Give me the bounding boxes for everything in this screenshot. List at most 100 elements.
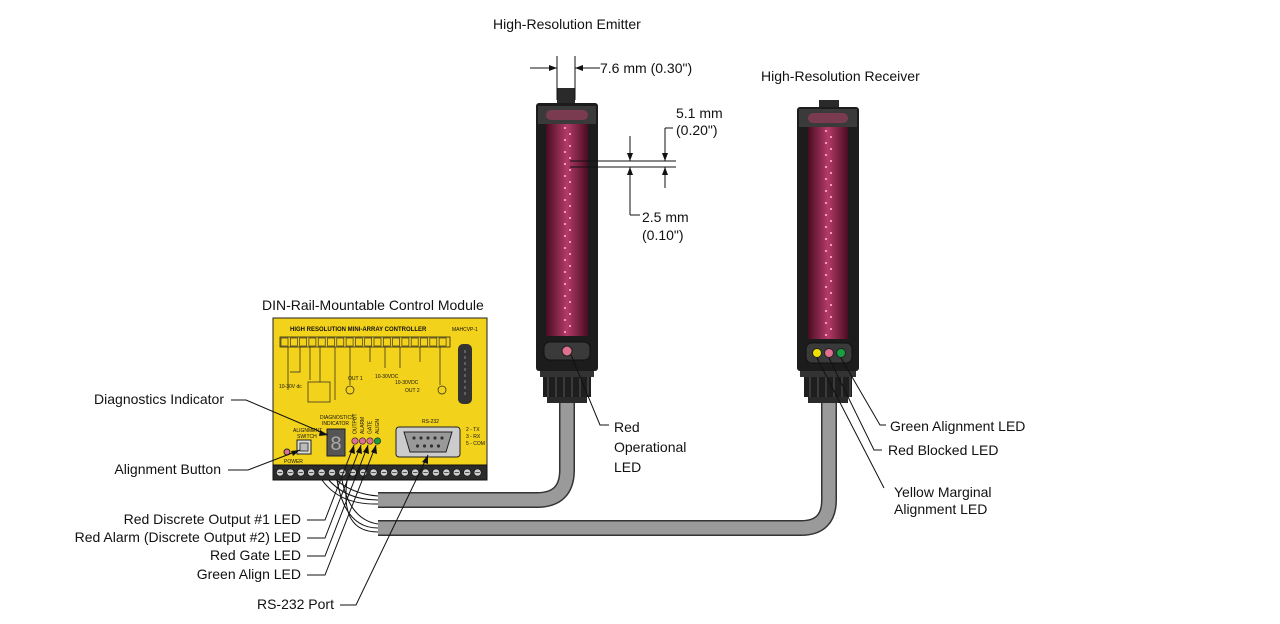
schematic-terminal xyxy=(382,337,391,347)
array-dot xyxy=(829,195,833,199)
status-led xyxy=(373,437,381,445)
schematic-terminal xyxy=(345,337,354,347)
module-title: DIN-Rail-Mountable Control Module xyxy=(262,297,484,313)
yellow-marginal-label-1: Yellow Marginal xyxy=(894,484,992,500)
rs232-port-label: RS-232 Port xyxy=(257,596,334,612)
array-dot xyxy=(568,180,572,184)
array-dot xyxy=(829,255,833,259)
array-dot xyxy=(824,165,828,169)
array-dot xyxy=(829,159,833,163)
array-dot xyxy=(563,282,567,286)
schematic-terminal xyxy=(336,337,345,347)
array-dot xyxy=(568,288,572,292)
align-sw-label-2: SWITCH xyxy=(297,434,317,440)
schematic-terminal xyxy=(280,337,289,347)
red-operational-line2: Operational xyxy=(614,439,686,455)
green-alignment-label: Green Alignment LED xyxy=(890,418,1025,434)
array-dot xyxy=(824,273,828,277)
array-dot xyxy=(563,330,567,334)
array-dot xyxy=(829,327,833,331)
power-label: POWER xyxy=(284,459,303,465)
db9-pin xyxy=(422,444,427,448)
receiver-title: High-Resolution Receiver xyxy=(761,68,920,84)
rs232-pin-com: 5 - COM xyxy=(466,441,485,447)
array-dot xyxy=(563,294,567,298)
array-dot xyxy=(829,315,833,319)
control-module: HIGH RESOLUTION MINI-ARRAY CONTROLLER MA… xyxy=(272,317,488,481)
array-dot xyxy=(568,204,572,208)
status-led xyxy=(366,437,374,445)
schematic-terminal xyxy=(429,337,438,347)
array-dot xyxy=(563,222,567,226)
svg-text:OUT 1: OUT 1 xyxy=(348,376,363,382)
array-dot xyxy=(824,297,828,301)
array-dot xyxy=(824,249,828,253)
array-dot xyxy=(829,135,833,139)
array-dot xyxy=(824,321,828,325)
align-label: Green Align LED xyxy=(197,566,301,582)
schematic-terminal xyxy=(438,337,447,347)
array-dot xyxy=(824,225,828,229)
svg-text:10-30V dc: 10-30V dc xyxy=(279,384,302,390)
pitch-mm-label: 5.1 mm xyxy=(676,105,723,121)
array-dot xyxy=(824,285,828,289)
array-dot xyxy=(568,168,572,172)
array-dot xyxy=(824,261,828,265)
schematic-terminal xyxy=(364,337,373,347)
array-dot xyxy=(568,324,572,328)
db9-pin xyxy=(436,444,441,448)
diag-label: DIAGNOSTICS xyxy=(320,415,355,421)
array-dot xyxy=(563,198,567,202)
array-dot xyxy=(824,129,828,133)
db9-pin xyxy=(426,436,430,440)
array-dot xyxy=(563,246,567,250)
array-dot xyxy=(829,183,833,187)
receiver-unit xyxy=(797,100,859,403)
svg-text:10-30VDC: 10-30VDC xyxy=(375,374,399,380)
svg-text:10-30VDC: 10-30VDC xyxy=(395,380,419,386)
array-dot xyxy=(563,126,567,130)
array-dot xyxy=(824,201,828,205)
status-led-label: ALIGN xyxy=(375,419,381,434)
array-dot xyxy=(829,267,833,271)
array-dot xyxy=(568,144,572,148)
rs232-label: RS-232 xyxy=(422,419,439,425)
array-dot xyxy=(568,252,572,256)
emitter-dot-array xyxy=(563,126,572,334)
array-dot xyxy=(568,276,572,280)
array-dot xyxy=(824,213,828,217)
status-led xyxy=(358,437,366,445)
array-dot xyxy=(563,210,567,214)
schematic-terminals xyxy=(280,337,447,347)
array-dot xyxy=(829,219,833,223)
array-dot xyxy=(824,333,828,337)
red-blocked-label: Red Blocked LED xyxy=(888,442,999,458)
emitter-red-operational-led xyxy=(561,345,573,357)
array-dot xyxy=(568,240,572,244)
width-dimension-label: 7.6 mm (0.30") xyxy=(600,60,692,76)
array-dot xyxy=(563,174,567,178)
emitter-cable xyxy=(378,400,575,508)
align-sw-label: ALIGNMENT xyxy=(293,428,322,434)
svg-text:OUT 2: OUT 2 xyxy=(405,388,420,394)
db9-pin xyxy=(440,436,444,440)
diagnostics-label: Diagnostics Indicator xyxy=(94,391,224,407)
schematic-terminal xyxy=(327,337,335,347)
schematic-terminal xyxy=(410,337,419,347)
array-dot xyxy=(824,177,828,181)
array-dot xyxy=(824,309,828,313)
schematic-terminal xyxy=(355,337,363,347)
output1-label: Red Discrete Output #1 LED xyxy=(124,511,301,527)
gate-label: Red Gate LED xyxy=(210,547,301,563)
array-dot xyxy=(824,189,828,193)
array-dot xyxy=(563,186,567,190)
db9-pin xyxy=(429,444,434,448)
red-operational-line3: LED xyxy=(614,459,641,475)
pitch-in-label: (0.20") xyxy=(676,122,718,138)
schematic-terminal xyxy=(317,337,326,347)
module-callouts: Diagnostics Indicator Alignment Button R… xyxy=(75,391,429,612)
array-dot xyxy=(568,312,572,316)
array-dot xyxy=(563,270,567,274)
db9-pin xyxy=(419,436,423,440)
